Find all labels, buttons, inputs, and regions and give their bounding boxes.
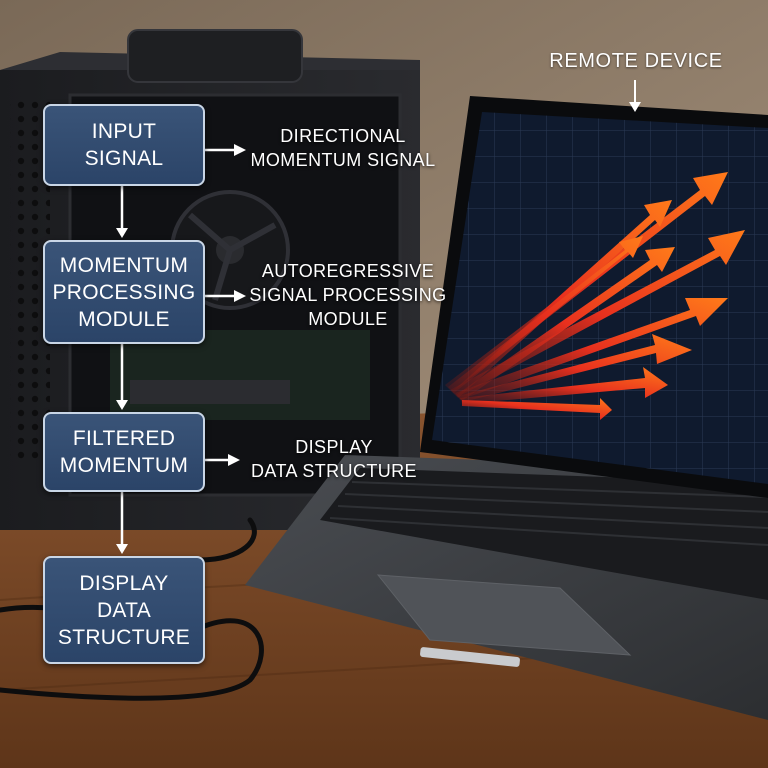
filtered-momentum-box: FILTERED MOMENTUM	[43, 412, 205, 492]
momentum-arrows	[445, 172, 745, 420]
laptop	[245, 96, 768, 720]
remote-device-label: REMOTE DEVICE	[549, 50, 723, 72]
directional-momentum-label: DIRECTIONAL MOMENTUM SIGNAL	[250, 126, 436, 170]
display-data-structure-box: DISPLAY DATA STRUCTURE	[43, 556, 205, 664]
autoregressive-module-label: AUTOREGRESSIVE SIGNAL PROCESSING MODULE	[249, 261, 447, 329]
input-signal-box: INPUT SIGNAL	[43, 104, 205, 186]
momentum-processing-box: MOMENTUM PROCESSING MODULE	[43, 240, 205, 344]
momentum-processing-text: MOMENTUM PROCESSING MODULE	[52, 253, 196, 331]
display-data-structure-text: DISPLAY DATA STRUCTURE	[57, 571, 191, 649]
flow-arrows	[116, 144, 246, 554]
display-data-structure-label: DISPLAY DATA STRUCTURE	[251, 437, 417, 481]
device-on-case	[127, 29, 303, 83]
filtered-momentum-text: FILTERED MOMENTUM	[59, 427, 189, 477]
remote-pointer-arrow	[629, 80, 641, 112]
input-signal-text: INPUT SIGNAL	[84, 120, 164, 170]
